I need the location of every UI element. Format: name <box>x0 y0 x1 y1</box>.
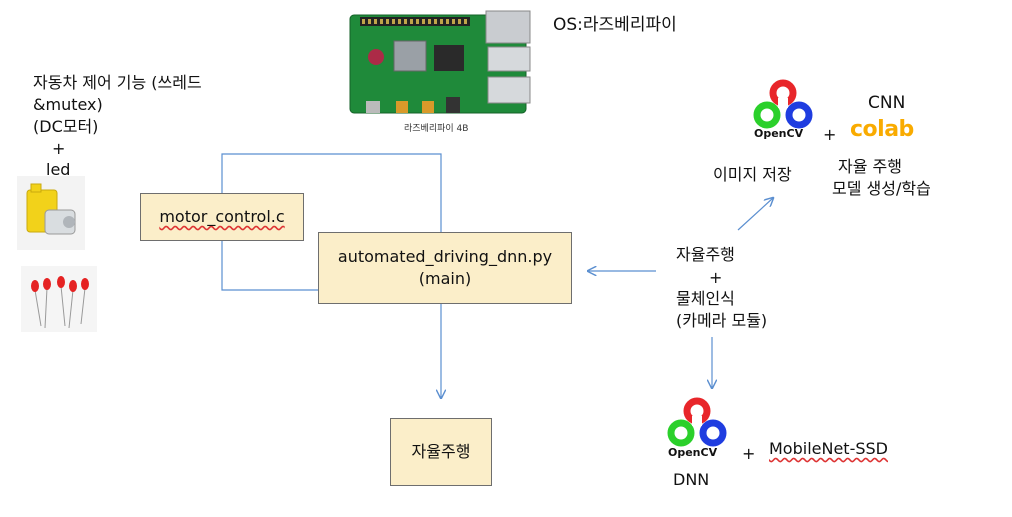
opencv-dnn-wordmark: OpenCV <box>668 446 718 459</box>
opencv-wordmark: OpenCV <box>754 127 804 140</box>
motor-control-box: motor_control.c <box>140 193 304 241</box>
main-program-label-line2: (main) <box>418 269 472 288</box>
bottom-right-plus: + <box>742 444 756 463</box>
dc-motor-image <box>17 176 85 250</box>
opencv-dnn-logo-icon <box>666 396 730 460</box>
connector-bracket-top <box>221 153 442 232</box>
mobilenet-ssd-label: MobileNet-SSD <box>769 439 888 458</box>
motor-control-label: motor_control.c <box>159 207 285 226</box>
colab-logo: colab <box>850 117 914 142</box>
left-text-line3: (DC모터) <box>33 117 99 136</box>
board-caption: 라즈베리파이 4B <box>404 124 469 134</box>
model-label-line2: 모델 생성/학습 <box>832 179 931 198</box>
raspberry-pi-board <box>346 5 536 117</box>
cnn-label: CNN <box>868 93 906 113</box>
left-text-line1: 자동차 제어 기능 (쓰레드 <box>33 73 202 92</box>
left-text-line4: led <box>46 160 71 179</box>
led-image <box>21 266 97 332</box>
opencv-logo-icon <box>752 78 816 142</box>
autonomous-driving-label: 자율주행 <box>411 442 471 461</box>
arrow-camera-to-cnn <box>737 198 773 231</box>
os-label: OS:라즈베리파이 <box>553 15 677 35</box>
dnn-label: DNN <box>673 470 710 489</box>
image-save-label: 이미지 저장 <box>713 165 792 184</box>
main-program-box: automated_driving_dnn.py (main) <box>318 232 572 304</box>
middle-text-line1: 자율주행 <box>676 245 735 264</box>
middle-text-plus: + <box>709 268 723 287</box>
left-text-plus: + <box>52 139 66 158</box>
connector-bracket-bottom <box>221 240 318 291</box>
autonomous-driving-box: 자율주행 <box>390 418 492 486</box>
main-program-label-line1: automated_driving_dnn.py <box>337 247 553 266</box>
left-text-line2: &mutex) <box>33 95 103 114</box>
middle-text-line3: (카메라 모듈) <box>676 311 768 330</box>
top-right-plus: + <box>823 125 837 144</box>
middle-text-line2: 물체인식 <box>676 289 735 308</box>
model-label-line1: 자율 주행 <box>838 157 902 176</box>
